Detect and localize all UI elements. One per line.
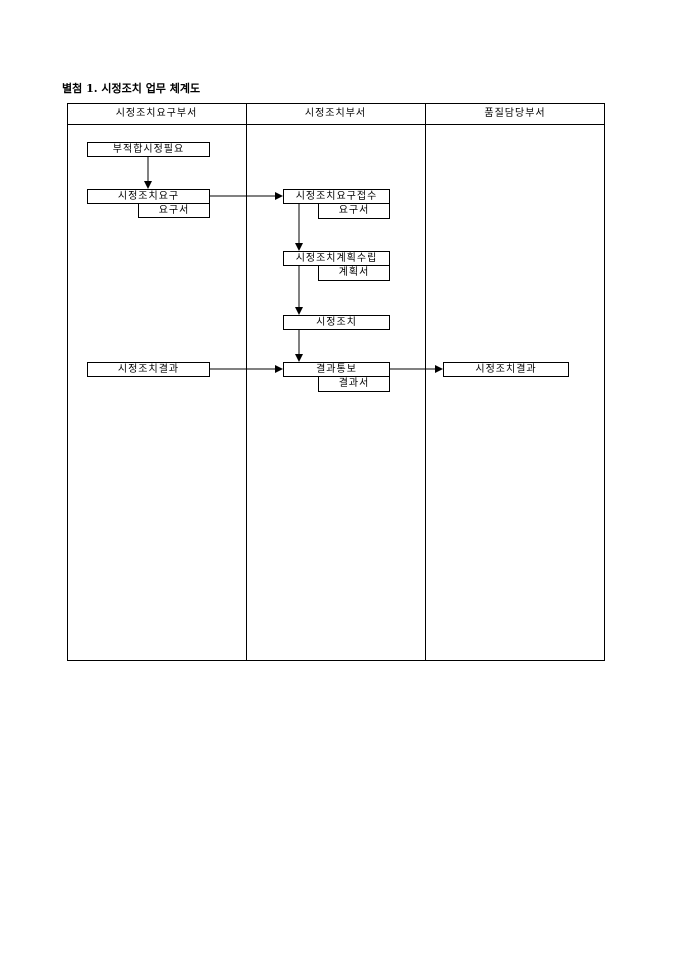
- header-divider: [67, 124, 605, 125]
- box-result-right: 시정조치결과: [443, 362, 569, 377]
- box-nonconformance: 부적합시정필요: [87, 142, 210, 157]
- box-corrective-request: 시정조치요구: [87, 189, 210, 204]
- lane-header-quality-dept: 품질담당부서: [484, 108, 546, 119]
- box-request-document: 요구서: [138, 204, 210, 218]
- lane-header-corrective-dept: 시정조치부서: [304, 108, 367, 119]
- box-request-receipt: 시정조치요구접수: [283, 189, 390, 204]
- box-action-plan: 시정조치계획수립: [283, 251, 390, 266]
- box-receipt-document: 요구서: [318, 204, 390, 219]
- lane-header-requesting-dept: 시정조치요구부서: [115, 108, 198, 119]
- box-result-left: 시정조치결과: [87, 362, 210, 377]
- chart-frame: [67, 103, 605, 661]
- lane-divider-1: [246, 103, 247, 661]
- box-plan-document: 계획서: [318, 266, 390, 281]
- flow-arrows: [144, 157, 443, 373]
- lane-divider-2: [425, 103, 426, 661]
- page-title: 별첨 1. 시정조치 업무 체계도: [62, 82, 201, 95]
- box-corrective-action: 시정조치: [283, 315, 390, 330]
- box-result-notice: 결과통보: [283, 362, 390, 377]
- box-result-document: 결과서: [318, 377, 390, 392]
- workflow-chart: 시정조치요구부서 시정조치부서 품질담당부서 부적합시정필요 시정조치요구 요구…: [67, 103, 605, 661]
